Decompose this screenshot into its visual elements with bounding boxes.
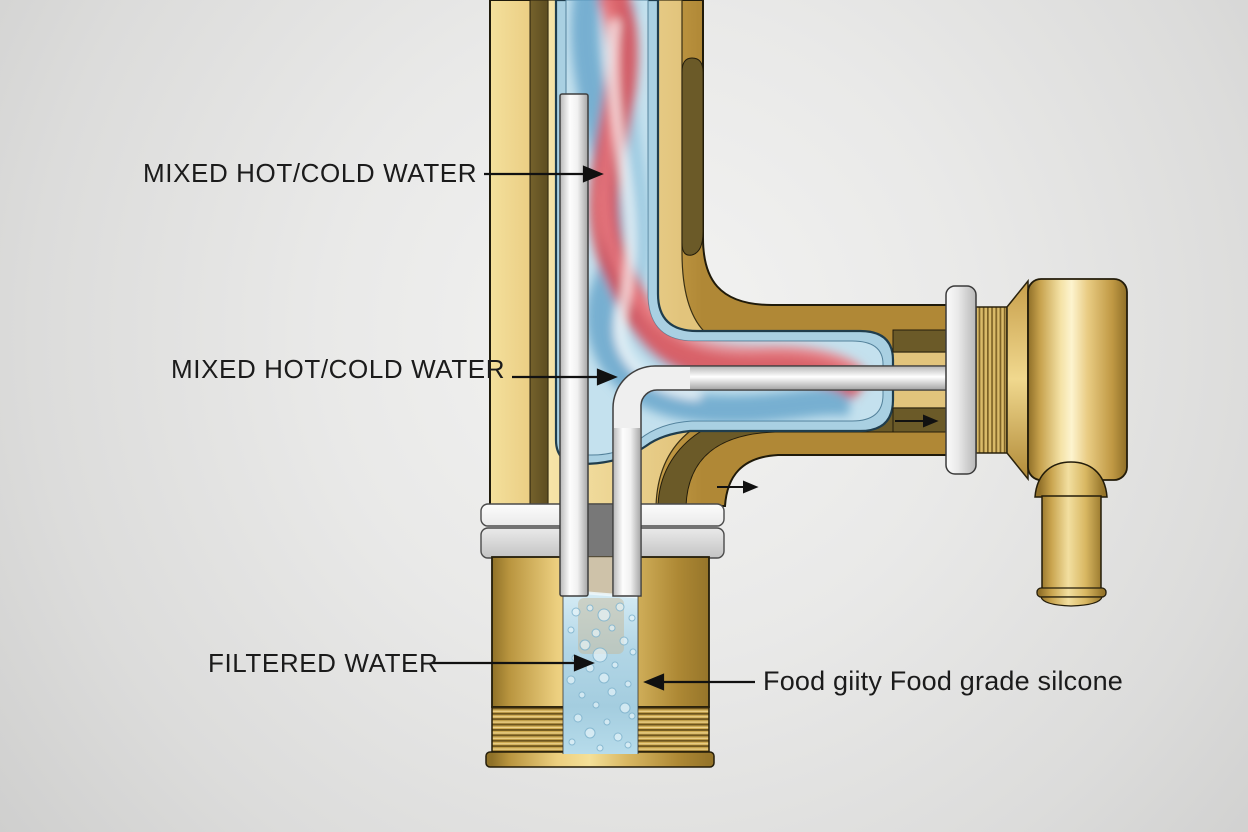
elbow-tube-vertical-shading bbox=[614, 428, 640, 595]
spout-tip-ring bbox=[1036, 587, 1107, 598]
valve-thread-collar bbox=[975, 306, 1008, 454]
label-filtered-water: FILTERED WATER bbox=[208, 648, 439, 678]
bronze-sleeve-left bbox=[529, 0, 549, 507]
bubbles bbox=[566, 602, 637, 752]
leader-mixed-top-head bbox=[582, 165, 604, 183]
flow-arrow-lower-head bbox=[743, 480, 759, 494]
flow-arrows bbox=[717, 414, 939, 494]
elbow-tube-horizontal-shading bbox=[690, 367, 949, 389]
spout-tip bbox=[1040, 596, 1103, 607]
valve-cone bbox=[1006, 278, 1029, 482]
mounting-flange bbox=[945, 285, 977, 475]
flow-arrow-upper-head bbox=[923, 414, 939, 428]
mixing-chamber bbox=[554, 0, 895, 466]
bronze-sleeve-arm-top bbox=[892, 329, 948, 353]
valve-shoulder-dome bbox=[1034, 461, 1108, 498]
filter-housing bbox=[485, 556, 715, 768]
valve-spout bbox=[1041, 495, 1102, 590]
valve-assembly bbox=[975, 278, 1128, 607]
filter-cartridge-submerged bbox=[578, 598, 624, 654]
label-food-grade-silicone: Food giity Food grade silcone bbox=[763, 666, 1124, 696]
bronze-sleeve-right bbox=[681, 57, 704, 256]
cold-swirl bbox=[571, 0, 852, 424]
leader-filtered-head bbox=[573, 654, 595, 672]
valve-body bbox=[1027, 278, 1128, 481]
leader-arrows bbox=[432, 165, 755, 691]
collar-center-plug bbox=[585, 503, 617, 559]
housing-bottom-flange bbox=[485, 751, 715, 768]
label-mixed-hot-cold-top: MIXED HOT/COLD WATER bbox=[143, 158, 478, 188]
label-mixed-hot-cold-mid: MIXED HOT/COLD WATER bbox=[171, 354, 506, 384]
leader-silicone-head bbox=[643, 673, 665, 691]
leader-mixed-mid-head bbox=[596, 368, 618, 386]
internal-tubes bbox=[559, 93, 951, 597]
mounting-collar bbox=[480, 503, 725, 559]
riser-tube bbox=[559, 93, 589, 597]
